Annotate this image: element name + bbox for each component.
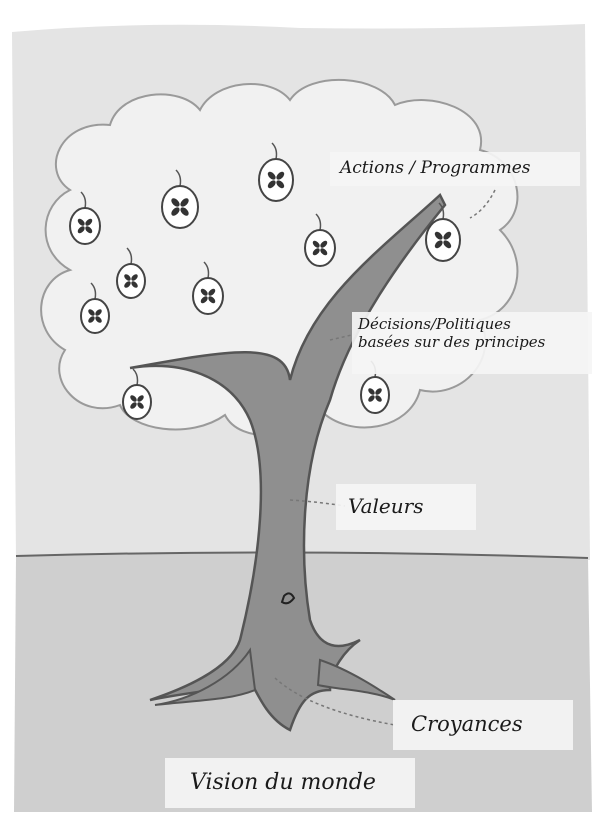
leaf-fruit-icon [425, 202, 461, 262]
pointer-actions [469, 189, 496, 219]
leaf-fruit-icon [258, 142, 294, 202]
label-valeurs: Valeurs [336, 484, 476, 530]
label-decisions-line1: Décisions/Politiques [358, 315, 511, 333]
leaf-fruit-icon [161, 169, 199, 229]
leaf-fruit-icon [116, 247, 146, 299]
label-decisions-politiques: Décisions/Politiques basées sur des prin… [352, 312, 592, 374]
label-vision-du-monde: Vision du monde [165, 758, 415, 808]
pointer-decisions [329, 333, 357, 341]
leaf-fruit-icon [80, 282, 110, 334]
fruit-group [69, 142, 461, 420]
leaf-fruit-icon [304, 213, 336, 267]
root-left [154, 647, 257, 706]
label-croyances: Croyances [393, 700, 573, 750]
label-decisions-line2: basées sur des principes [358, 333, 546, 351]
leaf-fruit-icon [192, 261, 224, 315]
leaf-fruit-icon [122, 368, 152, 420]
leaf-fruit-icon [69, 191, 101, 245]
pointer-croyances [274, 677, 396, 726]
trunk-knot [280, 592, 296, 605]
label-actions-programmes: Actions / Programmes [330, 152, 580, 186]
